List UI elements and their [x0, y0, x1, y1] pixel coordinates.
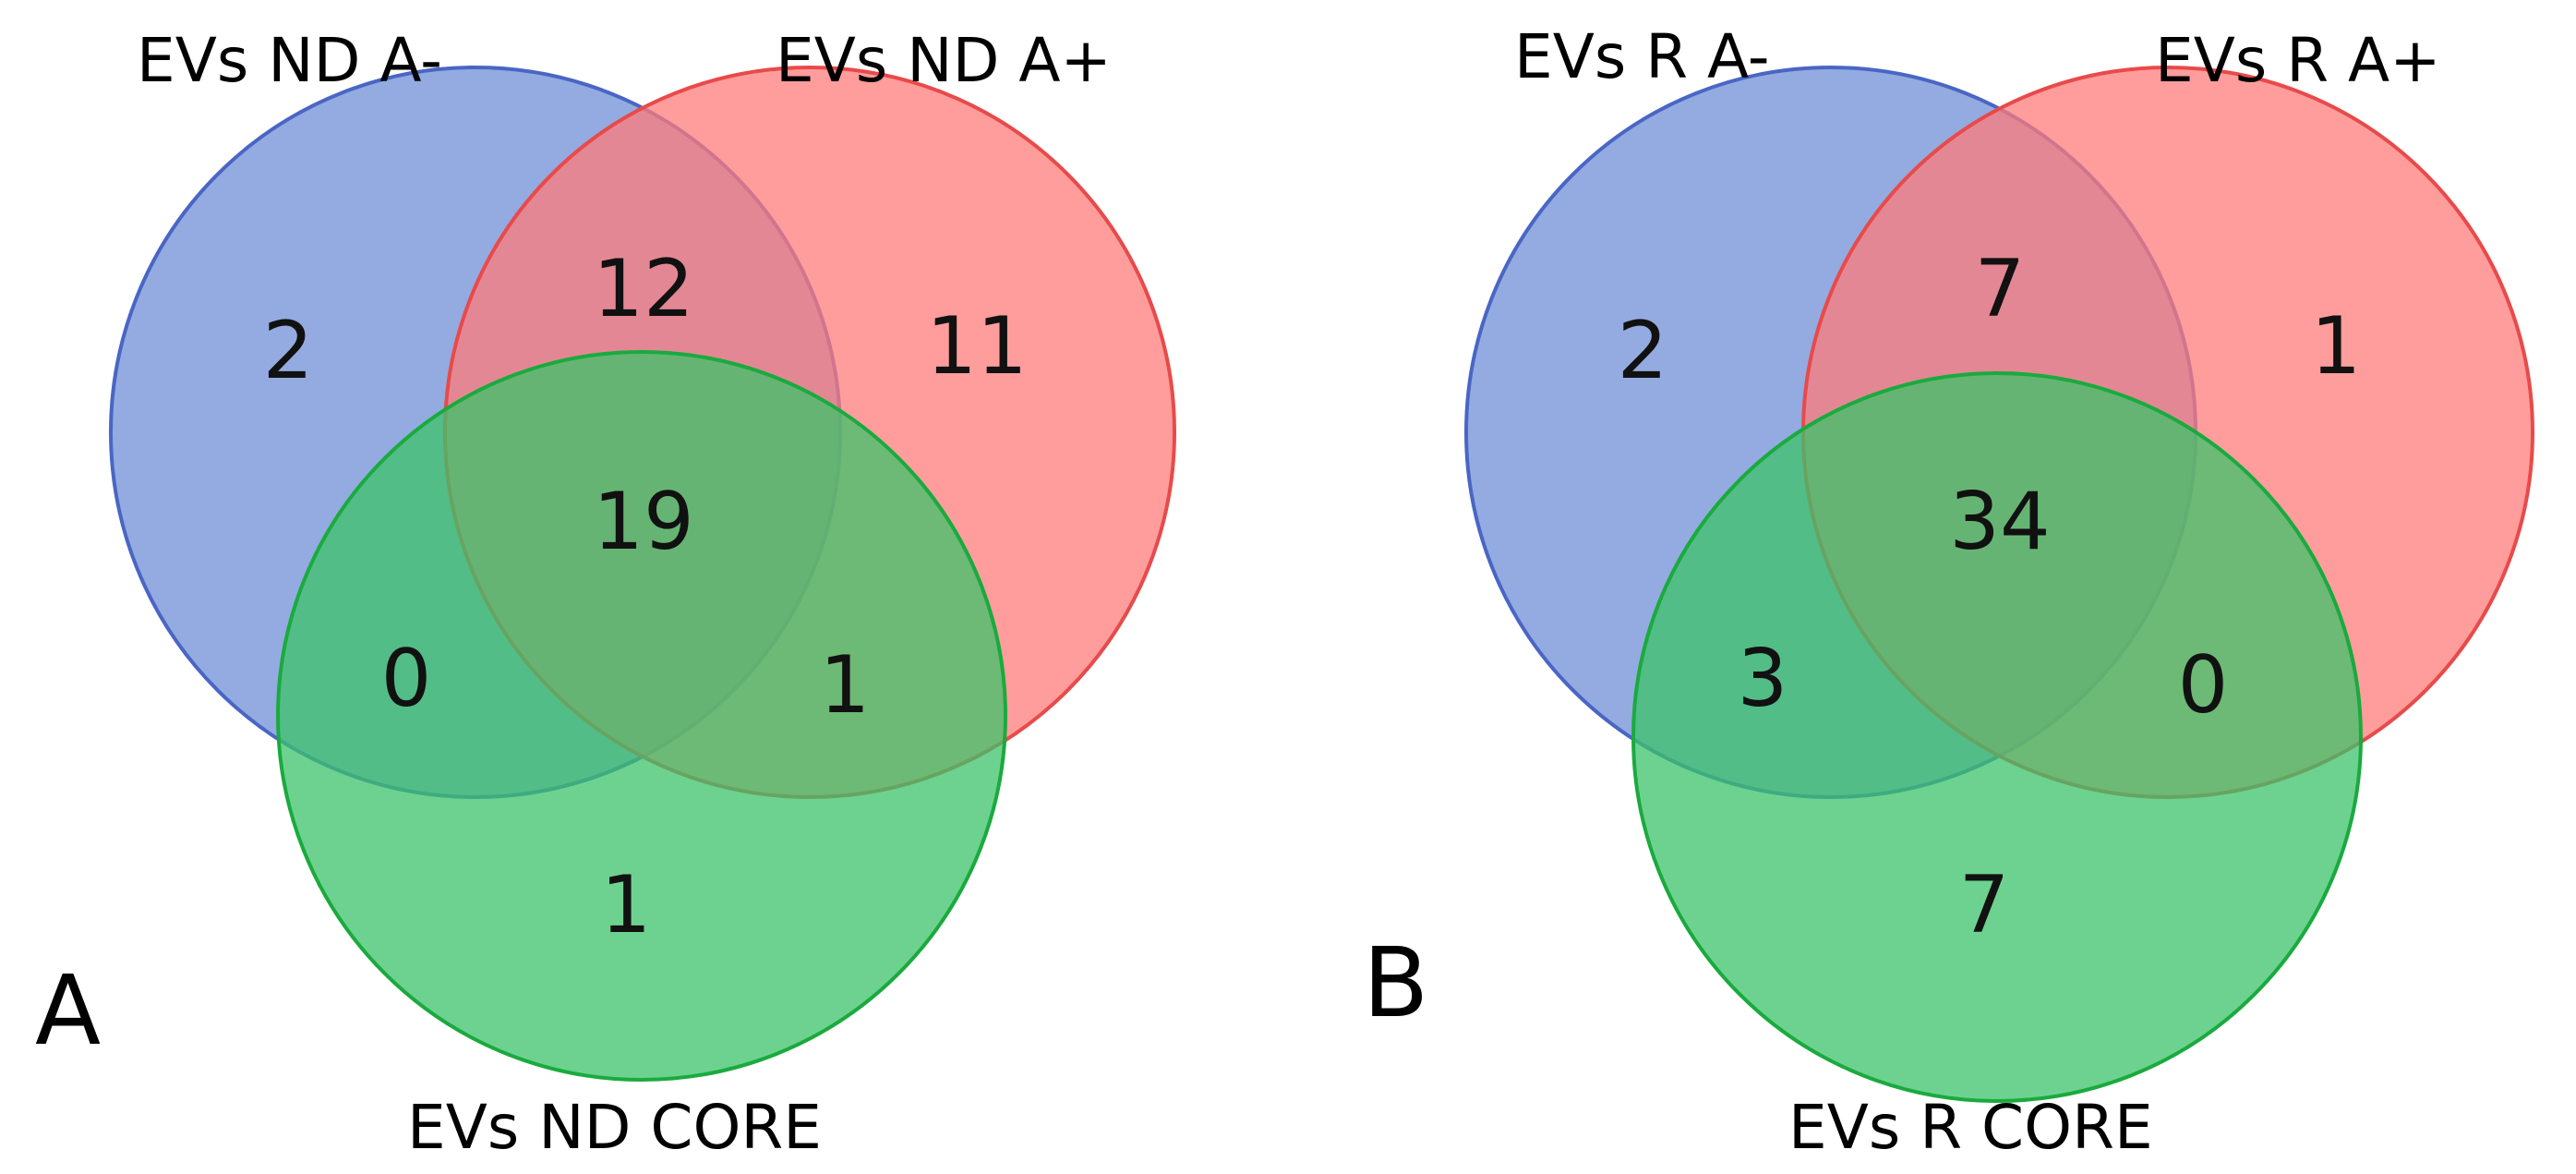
circle-set-3 — [1631, 371, 2363, 1103]
panel-letter: B — [1363, 926, 1428, 1039]
count-only-2: 1 — [2311, 300, 2362, 393]
set-label-2: EVs ND A+ — [776, 25, 1112, 96]
count-only-1: 2 — [263, 305, 314, 397]
count-r23: 0 — [2178, 639, 2229, 732]
count-r12: 12 — [593, 243, 693, 335]
count-r12: 7 — [1975, 243, 2026, 335]
count-only-3: 7 — [1959, 859, 2010, 951]
set-label-1: EVs R A- — [1514, 21, 1770, 92]
count-r123: 34 — [1949, 476, 2050, 568]
count-r13: 3 — [1738, 633, 1788, 725]
panel-letter: A — [35, 954, 101, 1067]
count-r23: 1 — [820, 639, 871, 732]
venn-panel-b: EVs R A- EVs R A+ EVs R CORE 2 1 7 7 3 0… — [1363, 21, 2534, 1163]
count-only-1: 2 — [1618, 305, 1668, 397]
count-r123: 19 — [593, 476, 693, 568]
circle-set-3 — [276, 350, 1007, 1082]
count-only-3: 1 — [601, 859, 652, 951]
venn-panel-a: EVs ND A- EVs ND A+ EVs ND CORE 2 11 1 1… — [35, 25, 1176, 1163]
set-label-1: EVs ND A- — [137, 25, 442, 96]
set-label-2: EVs R A+ — [2155, 25, 2441, 96]
set-label-3: EVs ND CORE — [407, 1092, 822, 1163]
count-r13: 0 — [381, 633, 432, 725]
count-only-2: 11 — [926, 300, 1027, 393]
set-label-3: EVs R CORE — [1788, 1092, 2153, 1163]
